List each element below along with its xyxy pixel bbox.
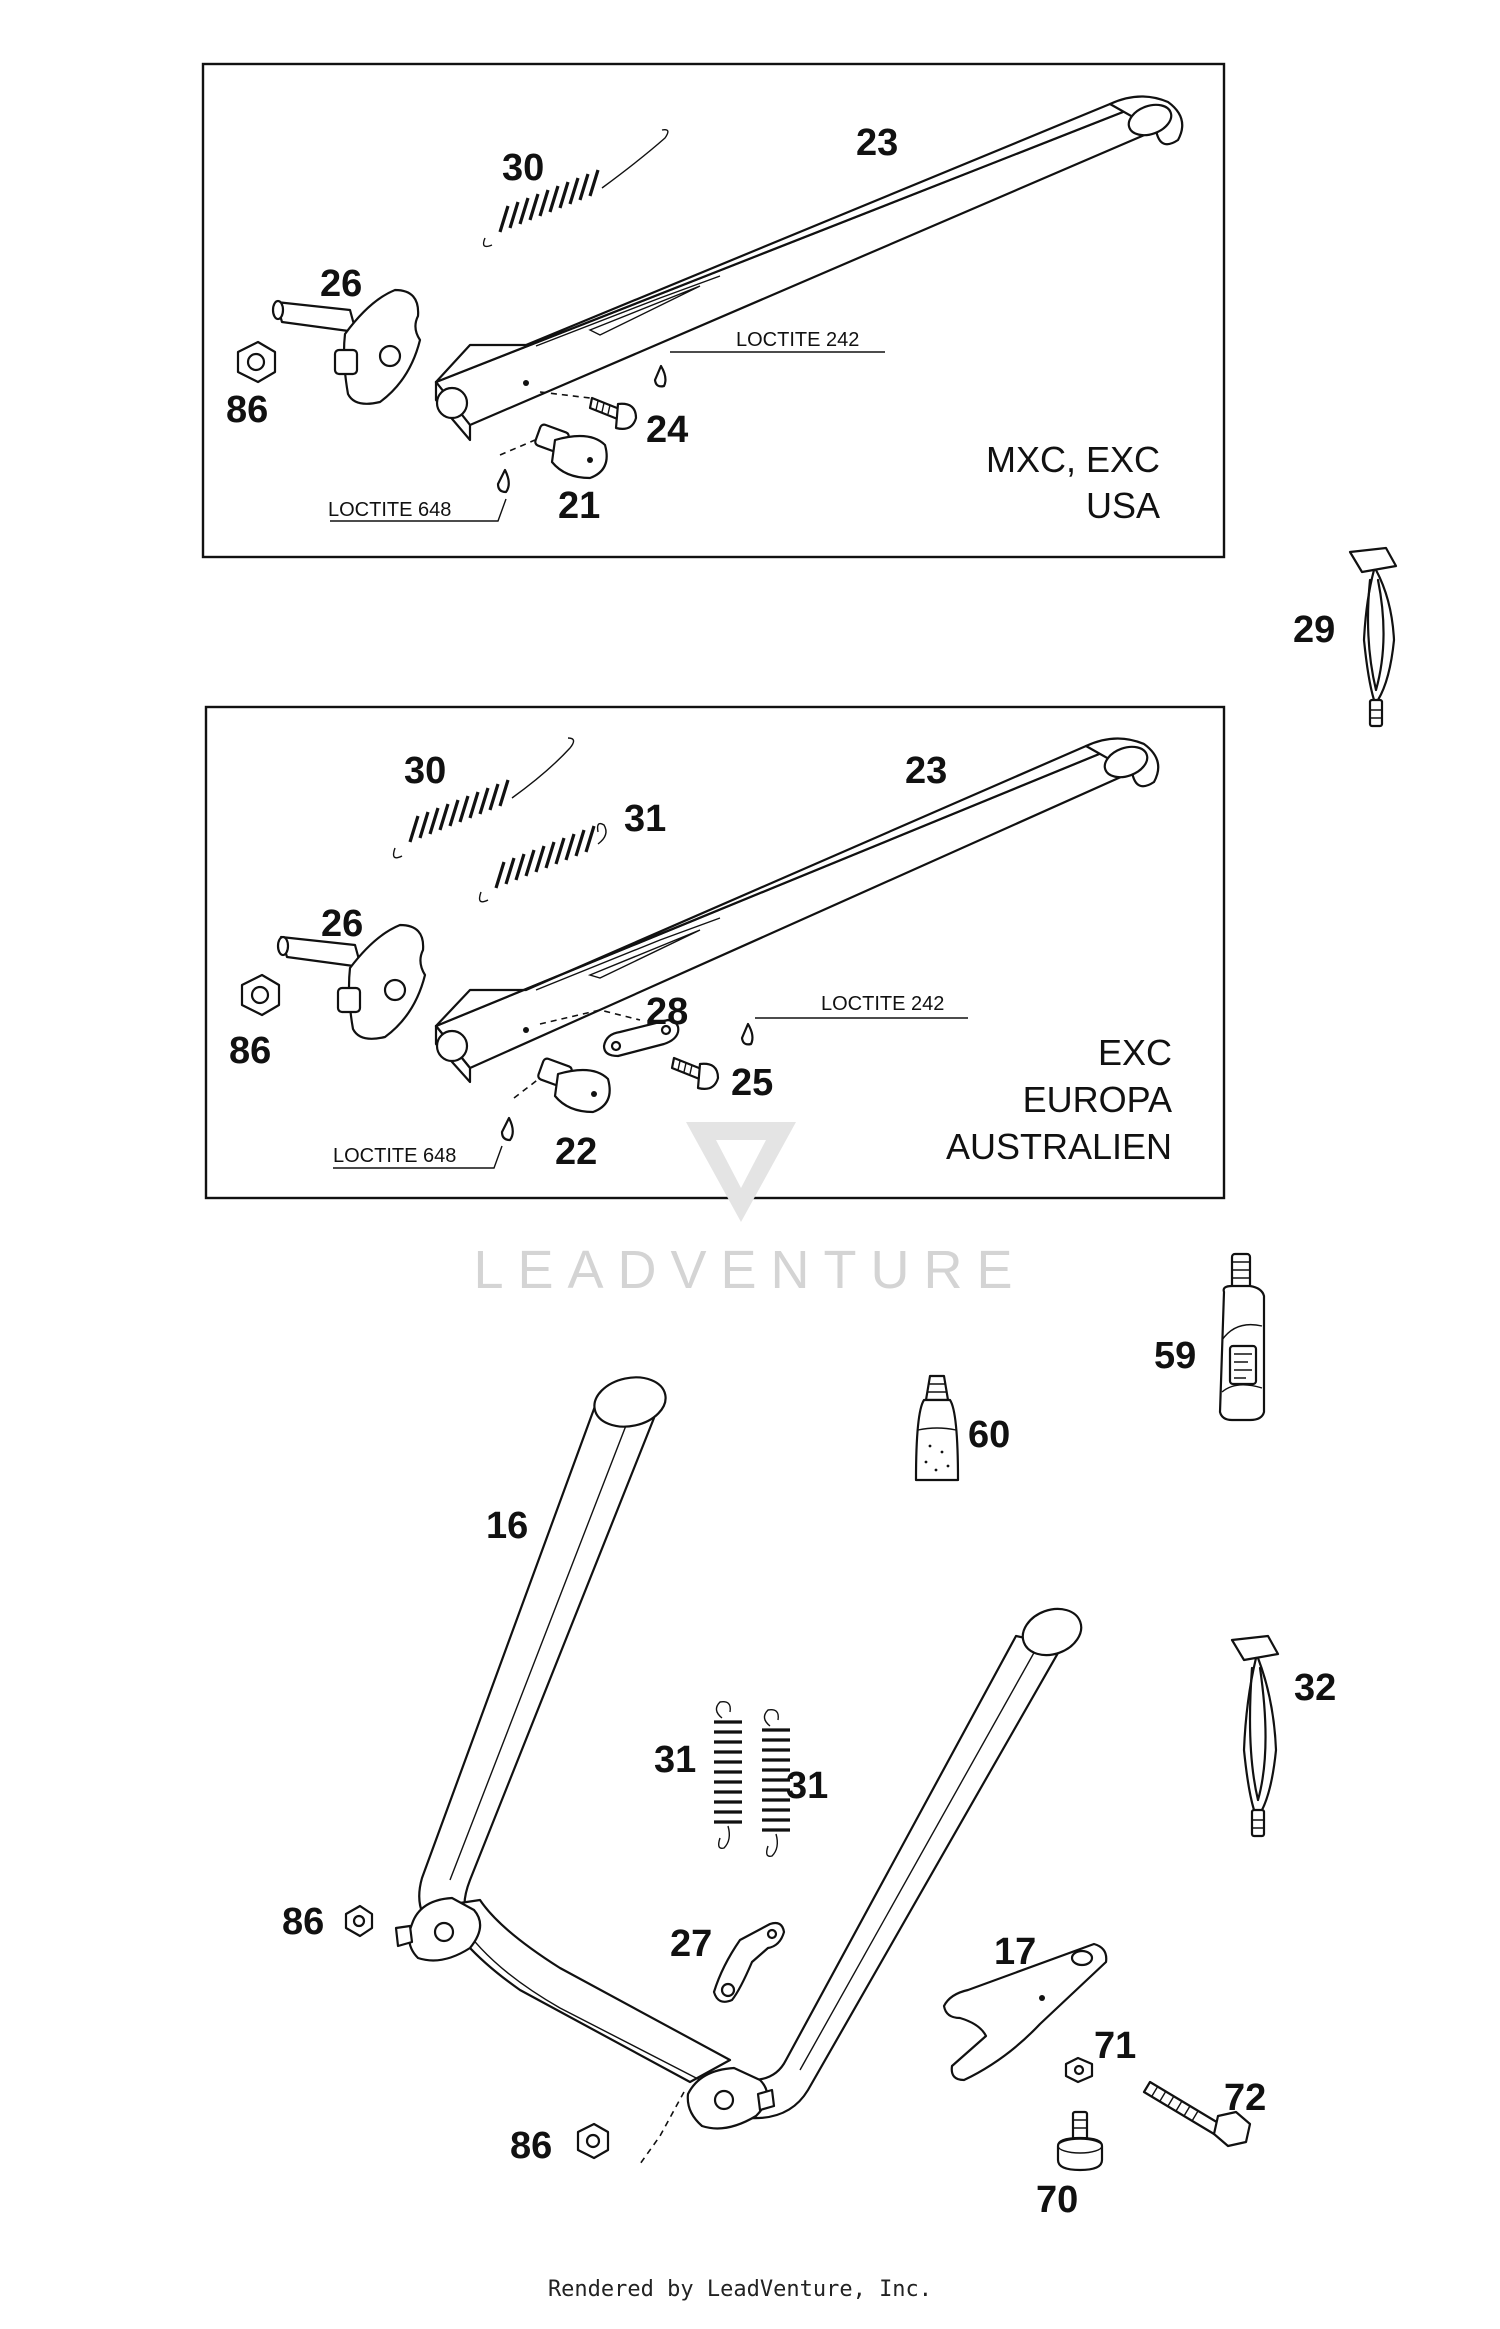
callout-26: 26: [320, 263, 362, 305]
tube-drawing: [914, 1374, 960, 1482]
pivot-bracket-drawing: [276, 923, 427, 1040]
bolt-drawing: [539, 1009, 754, 1090]
bottle-drawing: [1218, 1252, 1266, 1422]
callout-31: 31: [654, 1739, 696, 1781]
spring-drawing: [478, 822, 607, 903]
callout-86: 86: [510, 2125, 552, 2167]
side-stand-leg-drawing: [434, 737, 1160, 1084]
nut-drawing: [576, 2122, 610, 2160]
callout-31: 31: [786, 1765, 828, 1807]
nut-drawing: [236, 340, 277, 384]
callout-72: 72: [1224, 2077, 1266, 2119]
plate-drawing: [602, 1018, 680, 1058]
region-label-line-2: EUROPA: [1023, 1079, 1172, 1120]
nut-drawing: [1064, 2056, 1094, 2084]
tool-drawing: [1348, 546, 1398, 728]
region-label-line-1: EXC: [1098, 1032, 1172, 1073]
side-stand-leg-drawing: [434, 95, 1184, 442]
callout-86: 86: [226, 389, 268, 431]
region-label-line-3: AUSTRALIEN: [946, 1126, 1172, 1167]
callout-71: 71: [1094, 2025, 1136, 2067]
callout-21: 21: [558, 485, 600, 527]
callout-70: 70: [1036, 2179, 1078, 2221]
callout-30: 30: [502, 147, 544, 189]
spring-drawing: [392, 737, 575, 859]
bolt-drawing: [1056, 2110, 1104, 2172]
spring-drawing: [482, 128, 669, 248]
panel-europa: 30 23 31 26 28 86 25 22 LOCTITE 242 LOCT…: [204, 705, 1226, 1200]
callout-31: 31: [624, 798, 666, 840]
callout-26: 26: [321, 903, 363, 945]
callout-32: 32: [1294, 1667, 1336, 1709]
watermark-text: LEADVENTURE: [473, 1240, 1026, 1300]
callout-28: 28: [646, 991, 688, 1033]
note-loctite-242: LOCTITE 242: [736, 329, 859, 351]
bolt-drawing: [1142, 2080, 1252, 2148]
callout-27: 27: [670, 1923, 712, 1965]
callout-22: 22: [555, 1131, 597, 1173]
callout-16: 16: [486, 1505, 528, 1547]
callout-25: 25: [731, 1062, 773, 1104]
callout-60: 60: [968, 1414, 1010, 1456]
note-loctite-648: LOCTITE 648: [333, 1145, 456, 1167]
callout-86: 86: [282, 1901, 324, 1943]
nut-drawing: [344, 1904, 374, 1938]
watermark-logo-icon: [686, 1122, 796, 1222]
footer-credit: Rendered by LeadVenture, Inc.: [548, 2277, 932, 2302]
callout-29: 29: [1293, 609, 1335, 651]
spring-drawing: [714, 1701, 742, 1849]
region-label-line-1: MXC, EXC: [986, 439, 1160, 480]
buffer-drawing: [496, 423, 608, 494]
spring-drawing: [762, 1709, 790, 1857]
center-stand-drawing: [394, 1376, 1083, 2165]
panel-usa: 30 23 26 86 24 21 LOCTITE 242 LOCTITE 64…: [201, 62, 1226, 559]
callout-17: 17: [994, 1931, 1036, 1973]
buffer-drawing: [500, 1057, 611, 1142]
callout-59: 59: [1154, 1335, 1196, 1377]
fork-bracket-drawing: [942, 1942, 1108, 2082]
note-loctite-648: LOCTITE 648: [328, 499, 451, 521]
tool-drawing: [1230, 1634, 1280, 1838]
callout-23: 23: [905, 750, 947, 792]
region-label-line-2: USA: [1086, 485, 1160, 526]
pivot-bracket-drawing: [271, 288, 422, 405]
bracket-drawing: [712, 1921, 786, 2003]
watermark: LEADVENTURE: [473, 1122, 1026, 1300]
callout-86: 86: [229, 1030, 271, 1072]
callout-30: 30: [404, 750, 446, 792]
note-loctite-242: LOCTITE 242: [821, 993, 944, 1015]
nut-drawing: [240, 973, 281, 1017]
callout-23: 23: [856, 122, 898, 164]
callout-24: 24: [646, 409, 688, 451]
bolt-drawing: [539, 364, 667, 430]
